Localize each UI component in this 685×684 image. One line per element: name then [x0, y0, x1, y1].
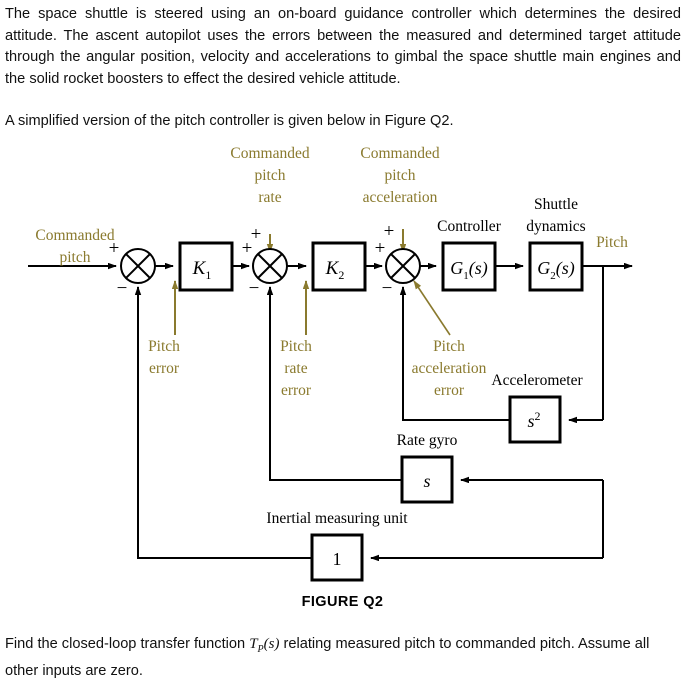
block-g2 — [528, 241, 584, 292]
label-pitch-rate-error-line3: error — [281, 382, 312, 399]
sign-sum2-plus-left: + — [242, 238, 253, 259]
block-diagram-figure: K1 K2 G1(s) G2(s) s2 s 1 Controller Shut… — [28, 145, 633, 582]
label-commanded-pitch-line2: pitch — [60, 249, 91, 266]
label-commanded-pitch-accel-line3: acceleration — [363, 189, 438, 206]
wire-gyro-to-sum2 — [266, 286, 402, 481]
sign-sum2-minus: − — [249, 278, 260, 299]
label-commanded-pitch-line1: Commanded — [35, 227, 114, 244]
label-pitch-error-line2: error — [149, 360, 180, 377]
block-imu — [310, 533, 364, 582]
label-commanded-pitch-accel-line1: Commanded — [360, 145, 439, 162]
label-output-pitch: Pitch — [596, 234, 628, 251]
block-label-k1: K1 — [192, 258, 212, 282]
caption-imu: Inertial measuring unit — [266, 510, 408, 527]
block-label-g1: G1(s) — [450, 258, 488, 282]
caption-rate-gyro: Rate gyro — [397, 432, 458, 449]
question-paragraph: Find the closed-loop transfer function T… — [5, 634, 681, 682]
label-pitch-accel-error-line1: Pitch — [433, 338, 465, 355]
wire-imu-to-sum1 — [134, 286, 312, 559]
summing-junctions — [120, 248, 421, 284]
sign-sum2-plus-top: + — [251, 224, 262, 245]
label-pitch-rate-error-line1: Pitch — [280, 338, 312, 355]
diagram-blocks — [178, 241, 584, 582]
block-rate-gyro — [400, 455, 454, 504]
label-commanded-pitch-rate-line3: rate — [258, 189, 281, 206]
label-commanded-pitch-accel-line2: pitch — [385, 167, 416, 184]
question-prefix: Find the closed-loop transfer function — [5, 636, 250, 652]
caption-shuttle-dynamics-line2: dynamics — [526, 218, 585, 235]
label-pitch-error-line1: Pitch — [148, 338, 180, 355]
block-k2 — [311, 241, 367, 292]
label-commanded-pitch-rate-line1: Commanded — [230, 145, 309, 162]
caption-shuttle-dynamics-line1: Shuttle — [534, 196, 578, 213]
figure-caption: FIGURE Q2 — [301, 594, 384, 610]
block-label-rate-gyro: s — [423, 471, 430, 491]
signal-paths — [28, 229, 633, 562]
caption-controller: Controller — [437, 218, 502, 235]
sign-sum1-minus: − — [117, 278, 128, 299]
block-label-accelerometer: s2 — [527, 409, 540, 431]
block-label-k2: K2 — [325, 258, 345, 282]
block-k1 — [178, 241, 234, 292]
sign-sum1-plus: + — [109, 238, 120, 259]
wire-accel-to-sum3 — [399, 286, 510, 421]
sign-sum3-plus-left: + — [375, 238, 386, 259]
intro-second-line: A simplified version of the pitch contro… — [5, 113, 454, 129]
block-g1 — [441, 241, 497, 292]
block-accelerometer — [508, 395, 562, 444]
label-commanded-pitch-rate-line2: pitch — [255, 167, 286, 184]
summing-junction-2 — [252, 248, 288, 284]
wire-pitch-accel-error-pointer — [413, 280, 451, 336]
label-pitch-accel-error-line2: acceleration — [412, 360, 487, 377]
transfer-function-symbol: TP(s) — [249, 636, 280, 655]
block-label-g2: G2(s) — [537, 258, 575, 282]
question-suffix: relating measured pitch to commanded pit… — [5, 636, 650, 679]
summing-junction-1 — [120, 248, 156, 284]
sign-sum3-plus-top: + — [384, 221, 395, 242]
caption-accelerometer: Accelerometer — [491, 372, 583, 389]
block-label-imu: 1 — [333, 549, 342, 569]
label-pitch-accel-error-line3: error — [434, 382, 465, 399]
intro-paragraph: The space shuttle is steered using an on… — [5, 6, 681, 87]
sign-sum3-minus: − — [382, 278, 393, 299]
summing-junction-3 — [385, 248, 421, 284]
label-pitch-rate-error-line2: rate — [284, 360, 307, 377]
